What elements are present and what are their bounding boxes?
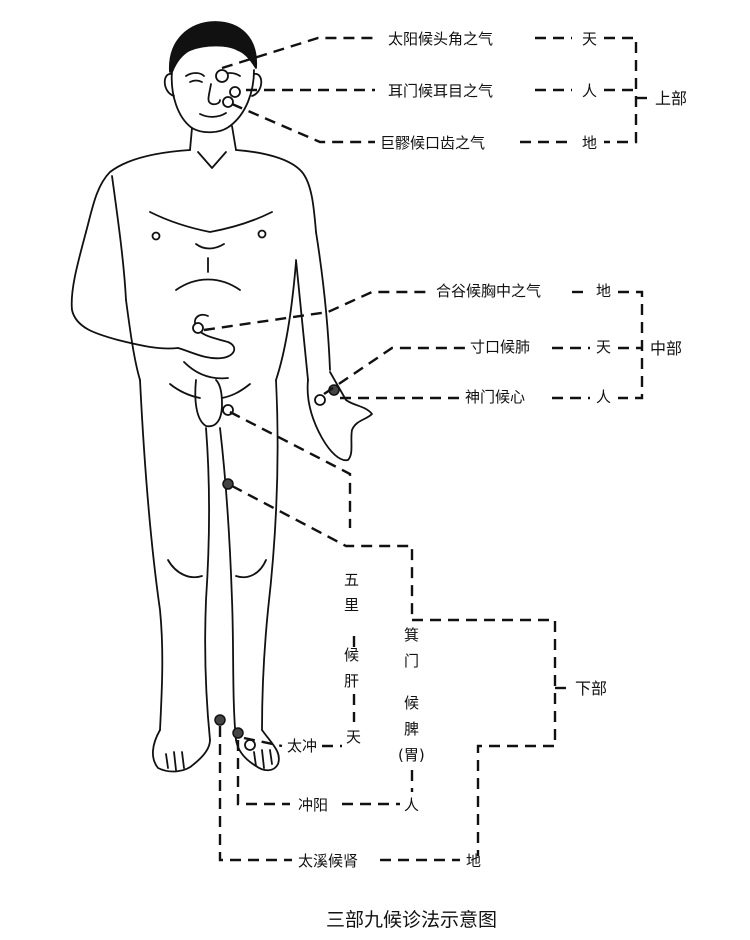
point-taiyang: [215, 69, 229, 83]
level-upper-tian: 天: [582, 30, 597, 48]
label-ermen: 耳门候耳目之气: [388, 82, 493, 100]
label-houpi-1: 候: [404, 694, 419, 712]
label-taiyang: 太阳候头角之气: [388, 30, 493, 48]
level-middle-tian: 天: [596, 338, 611, 356]
label-houpi-2: 脾: [404, 720, 419, 738]
label-hougan-2: 肝: [344, 672, 359, 690]
point-hegu: [192, 322, 204, 334]
label-wuli-2: 里: [344, 596, 359, 614]
label-cunkou: 寸口候肺: [470, 338, 530, 356]
point-chongyang: [244, 739, 256, 751]
point-wuli: [222, 478, 234, 490]
upper-section: 太阳候头角之气 耳门候耳目之气 巨髎候口齿之气 天 人 地 上部: [221, 30, 687, 152]
level-upper-ren: 人: [582, 82, 597, 100]
point-ermen: [229, 86, 241, 98]
group-middle: 中部: [650, 339, 682, 358]
level-middle-ren: 人: [596, 388, 611, 406]
human-figure: [70, 21, 373, 773]
level-chongyang-ren: 人: [404, 796, 419, 814]
point-taichong: [232, 727, 244, 739]
label-jimen-2: 门: [404, 652, 419, 670]
middle-section: 合谷候胸中之气 寸口候肺 神门候心 地 天 人 中部: [203, 282, 682, 406]
label-chongyang: 冲阳: [298, 796, 328, 814]
label-wuli-1: 五: [344, 571, 359, 589]
point-juliao: [222, 96, 234, 108]
label-shenmen: 神门候心: [465, 388, 525, 406]
point-cunkou: [314, 394, 326, 406]
label-taixi: 太溪候肾: [298, 852, 358, 870]
acupoints: [192, 69, 340, 751]
label-wei: (胃): [398, 746, 425, 764]
group-upper: 上部: [655, 89, 687, 108]
label-juliao: 巨髎候口齿之气: [380, 134, 485, 152]
label-hougan-1: 候: [344, 646, 359, 664]
label-jimen-1: 箕: [404, 626, 419, 644]
label-hegu: 合谷候胸中之气: [436, 282, 541, 300]
level-wuli-tian: 天: [346, 728, 361, 746]
diagram-caption: 三部九候诊法示意图: [326, 909, 497, 931]
lower-section: 五 里 候 肝 天 箕 门 候 脾 (胃) 太冲 冲阳 人 太溪候肾 地 下部: [218, 410, 607, 870]
level-middle-di: 地: [596, 282, 611, 300]
point-taixi: [214, 714, 226, 726]
level-taixi-di: 地: [466, 852, 481, 870]
label-taichong: 太冲: [287, 737, 317, 755]
group-lower: 下部: [575, 679, 607, 698]
level-upper-di: 地: [582, 134, 597, 152]
